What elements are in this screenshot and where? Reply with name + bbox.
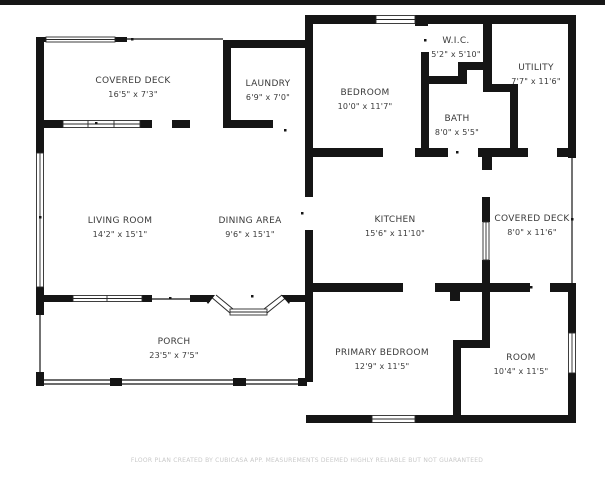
top-border-bar: [0, 0, 605, 5]
dimension-ticks: [39, 18, 574, 421]
footer-disclaimer: FLOOR PLAN CREATED BY CUBICASA APP. MEAS…: [130, 457, 484, 464]
railings: [39, 38, 573, 385]
walls: [36, 15, 576, 423]
windows: [36, 15, 576, 423]
bay-window-corners: [202, 295, 293, 304]
